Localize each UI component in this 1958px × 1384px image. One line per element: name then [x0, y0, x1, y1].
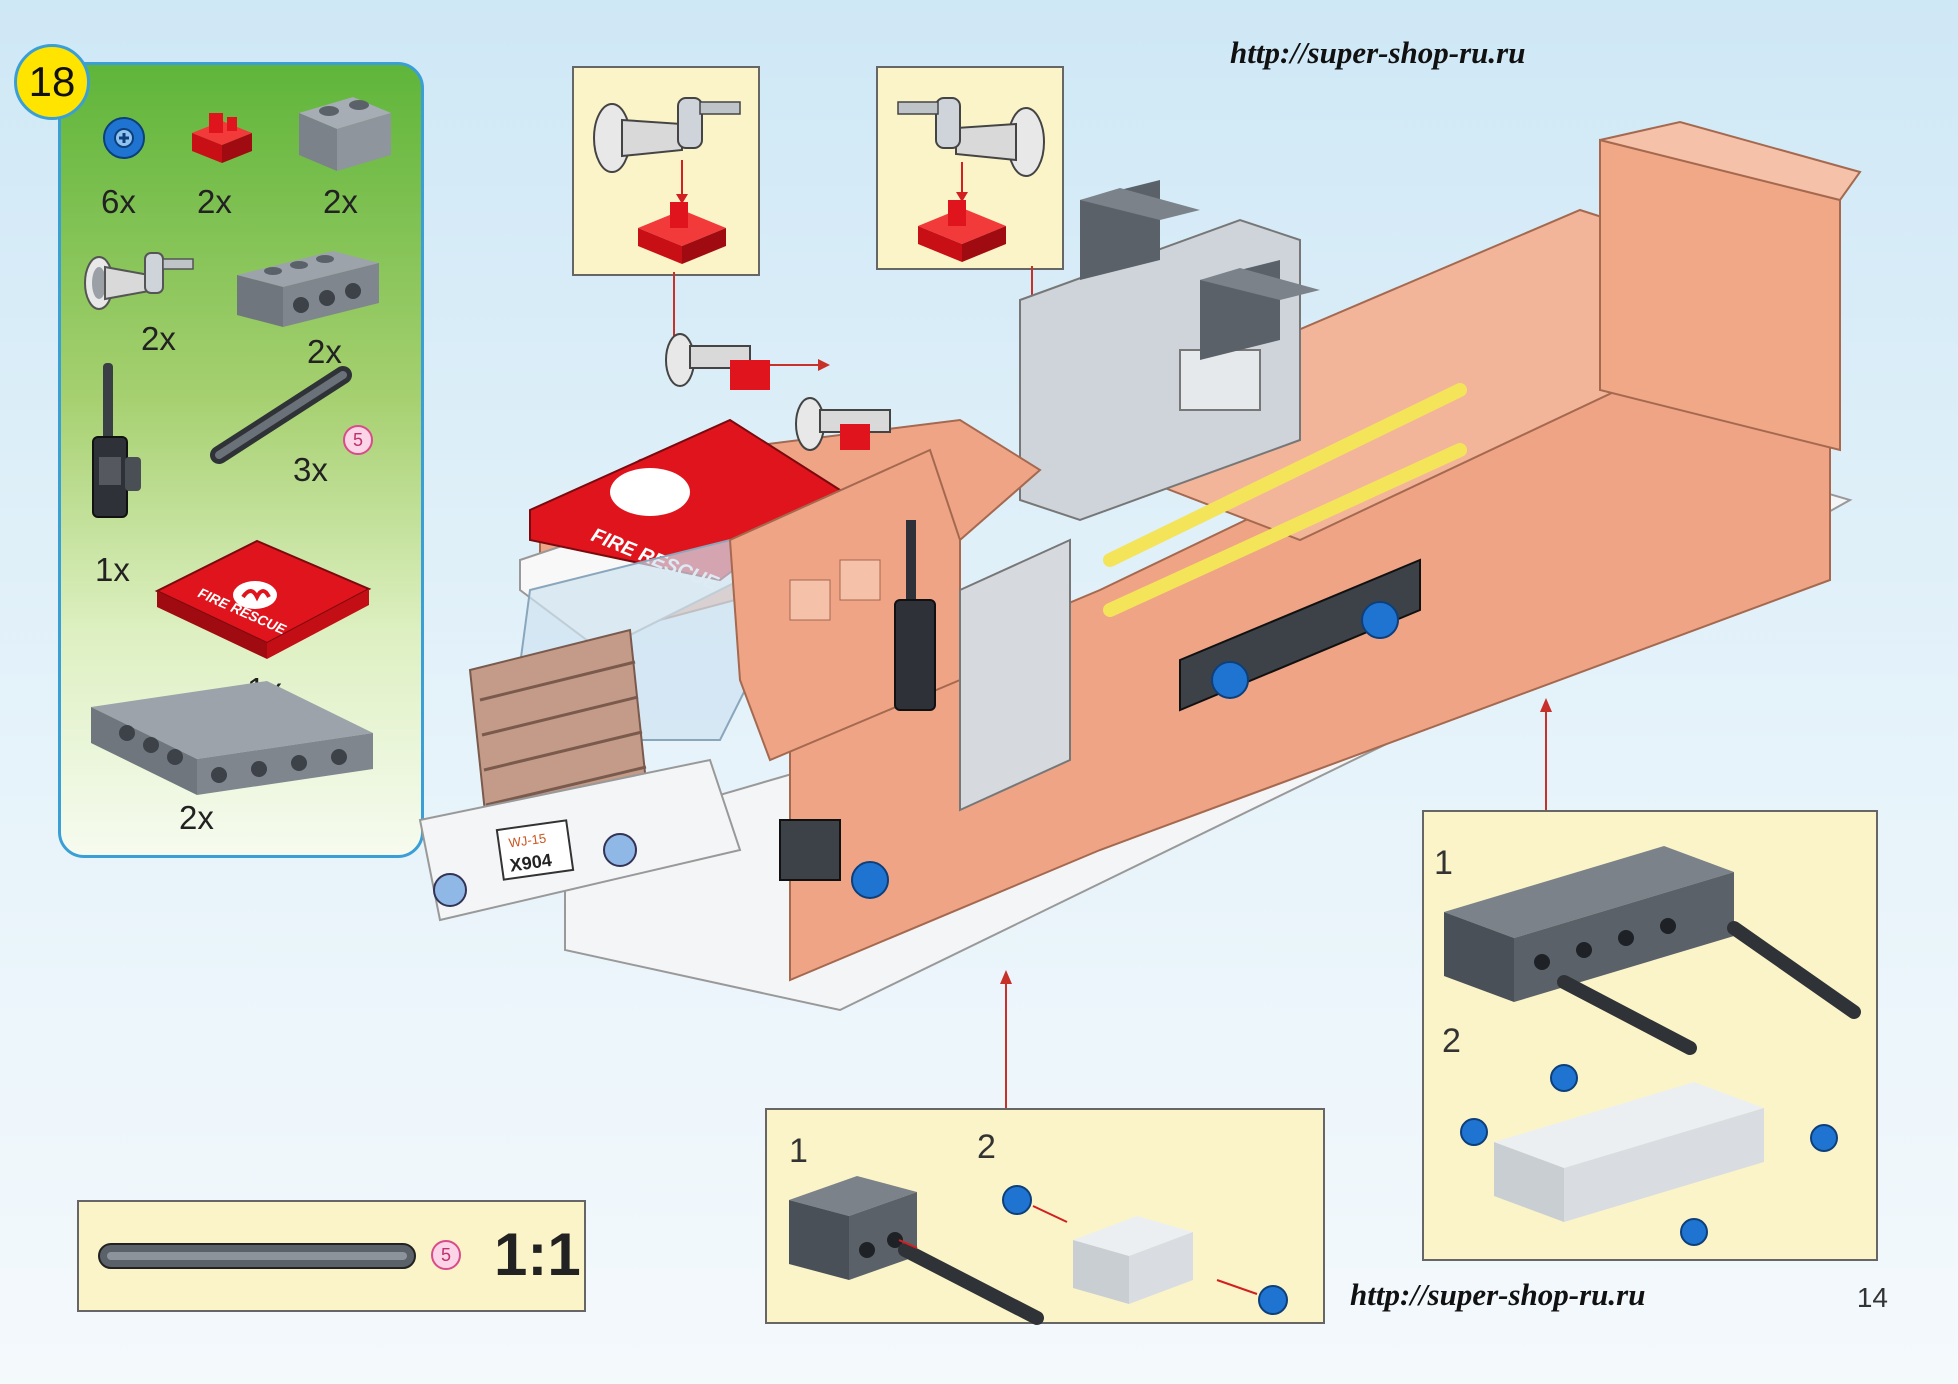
right-step-2-number: 2 — [1442, 1022, 1461, 1060]
website-url-bottom[interactable]: http://super-shop-ru.ru — [1350, 1277, 1646, 1312]
callout-left-horn — [572, 66, 760, 276]
technic-brick-long-icon — [91, 681, 373, 795]
horn-assembly-left-icon — [593, 97, 741, 264]
website-url-top[interactable]: http://super-shop-ru.ru — [1230, 35, 1526, 70]
qty-red-clip: 2x — [197, 183, 232, 220]
fire-rescue-slope: FIRE RESCUE — [147, 531, 377, 671]
horn-assembly-right-icon — [897, 97, 1045, 262]
callout-subassembly-right: 1 2 — [1422, 810, 1878, 1261]
qty-technic-brick-long: 2x — [179, 799, 214, 836]
scale-reference-box: 5 1:1 — [77, 1200, 586, 1312]
subassembly-right-icon — [1444, 846, 1861, 1246]
page-number: 14 — [1856, 1282, 1888, 1313]
fire-truck-model: FIRE RESCUE WJ-15 X904 — [418, 120, 1862, 1012]
plate-top-text: WJ-15 — [508, 830, 547, 850]
axle-length-badge: 5 — [343, 425, 373, 455]
horn-icon — [84, 252, 194, 310]
fire-rescue-slope-icon — [154, 539, 372, 659]
qty-grey-brick: 2x — [323, 183, 358, 220]
axle-5-icon — [210, 366, 352, 464]
qty-technic-brick-short: 2x — [307, 333, 342, 370]
qty-radio: 1x — [95, 551, 130, 588]
parts-list-panel: 6x 2x 2x 2x 2x — [58, 62, 424, 858]
technic-brick-short-icon — [237, 251, 379, 327]
qty-horn: 2x — [141, 320, 176, 357]
right-step-1-number: 1 — [1434, 844, 1453, 882]
callout-right-horn — [876, 66, 1064, 270]
red-clip-icon — [192, 113, 252, 163]
sub-step-1-number: 1 — [789, 1132, 808, 1170]
radio-antenna-icon — [92, 363, 141, 518]
scale-label: 1:1 — [494, 1221, 581, 1288]
subassembly-bottom-icon — [789, 1176, 1288, 1325]
blue-bushing-icon — [103, 117, 145, 159]
grey-brick-icon — [299, 97, 391, 171]
step-number-badge: 18 — [14, 44, 90, 120]
qty-blue-bushing: 6x — [101, 183, 136, 220]
callout-subassembly-bottom: 1 2 — [765, 1108, 1325, 1325]
qty-axle: 3x — [293, 451, 328, 488]
axle-scale-icon — [98, 1243, 416, 1269]
step-number: 18 — [28, 58, 76, 105]
sub-step-2-number: 2 — [977, 1128, 996, 1166]
scale-length-badge: 5 — [431, 1240, 461, 1270]
